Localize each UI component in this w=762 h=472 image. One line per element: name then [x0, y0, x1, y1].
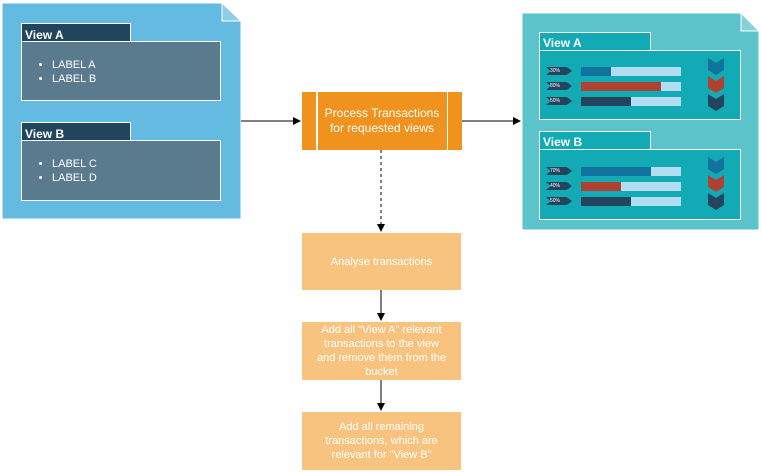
process-transactions-box: Process Transactions for requested views: [302, 92, 462, 150]
step-label-line: bucket: [365, 366, 398, 378]
chart-view-a-title: View A: [543, 36, 582, 50]
process-edge-right: [446, 92, 448, 150]
view-b-panel: LABEL C LABEL D: [21, 140, 221, 201]
bar-label: 70%: [546, 167, 572, 175]
add-view-b-step: Add all remaining transactions, which ar…: [302, 412, 461, 470]
bar-label: 50%: [546, 197, 572, 205]
view-a-panel: LABEL A LABEL B: [21, 41, 221, 101]
bar-fill: [581, 82, 661, 91]
view-b-tab: View B: [21, 122, 131, 141]
process-edge-left: [316, 92, 318, 150]
step-label-line: and remove them from the: [316, 352, 446, 364]
bar-fill: [581, 167, 651, 176]
step-label-line: Add all remaining: [339, 421, 424, 433]
process-label-line: Process Transactions: [324, 106, 440, 120]
view-b-title: View B: [25, 127, 65, 141]
process-label: Process Transactions for requested views: [325, 106, 440, 136]
label-item: LABEL C: [52, 157, 220, 171]
bar-track: [581, 182, 681, 191]
step-label-line: Add all "View A" relevant: [321, 324, 442, 336]
bar-label: 40%: [546, 182, 572, 190]
bar-fill: [581, 182, 621, 191]
chart-view-b-title: View B: [543, 135, 583, 149]
bar-track: [581, 97, 681, 106]
step-label: Add all remaining transactions, which ar…: [325, 420, 438, 462]
view-a-title: View A: [25, 28, 64, 42]
analyse-transactions-step: Analyse transactions: [302, 233, 461, 290]
bar-track: [581, 197, 681, 206]
view-b-label-list: LABEL C LABEL D: [22, 157, 220, 185]
process-label-line: for requested views: [329, 121, 435, 135]
step-label: Analyse transactions: [330, 255, 433, 268]
bar-fill: [581, 67, 611, 76]
view-a-tab: View A: [21, 23, 131, 42]
step-label-line: transactions, which are: [325, 435, 438, 447]
chart-view-b-tab: View B: [539, 131, 651, 150]
bar-label: 50%: [546, 97, 572, 105]
chart-view-a-tab: View A: [539, 32, 651, 51]
bar-track: [581, 67, 681, 76]
label-item: LABEL D: [52, 171, 220, 185]
step-label-line: transactions to the view: [324, 338, 439, 350]
add-view-a-step: Add all "View A" relevant transactions t…: [302, 322, 461, 380]
bar-label: 30%: [546, 67, 572, 75]
bar-fill: [581, 97, 631, 106]
chevron-down-icon: [708, 157, 724, 210]
chevron-down-icon: [708, 58, 724, 111]
view-a-label-list: LABEL A LABEL B: [22, 58, 220, 86]
label-item: LABEL B: [52, 72, 220, 86]
bar-label: 80%: [546, 82, 572, 90]
step-label: Add all "View A" relevant transactions t…: [317, 323, 446, 379]
step-label-line: relevant for "View B": [331, 449, 432, 461]
bar-track: [581, 82, 681, 91]
label-item: LABEL A: [52, 58, 220, 72]
bar-track: [581, 167, 681, 176]
bar-fill: [581, 197, 631, 206]
